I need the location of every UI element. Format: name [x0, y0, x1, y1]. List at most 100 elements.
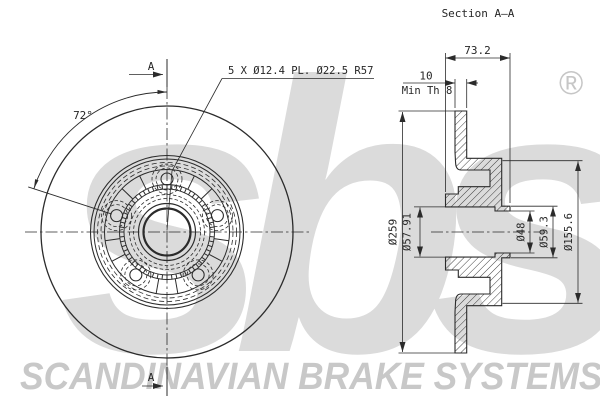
angle-label: 72°: [73, 109, 93, 122]
section-title: Section A–A: [442, 7, 515, 20]
spoke-edge-line: [174, 278, 179, 294]
braking-surface-inner-circle: [93, 158, 241, 306]
spoke-edge-line: [187, 175, 195, 190]
tone-ring-tooth: [201, 203, 206, 208]
tone-ring-tooth: [156, 273, 159, 279]
spoke-edge-line: [121, 188, 134, 200]
tone-ring-tooth: [198, 199, 203, 204]
arc-arrowhead: [33, 179, 39, 189]
bolt-hole: [191, 268, 205, 282]
tone-ring-tooth: [188, 190, 192, 196]
front-view-disc: 72° 5 X Ø12.4 PL. Ø22.5 R57 A A: [25, 59, 374, 396]
bolt-hole: [210, 209, 224, 223]
tone-ring-tooth: [207, 244, 213, 248]
bolt-hole-pocket: [101, 200, 132, 232]
tone-ring-tooth: [201, 256, 206, 261]
spoke-edge-line: [139, 175, 147, 190]
tone-ring-tooth: [120, 240, 126, 243]
bolt-pattern-note: 5 X Ø12.4 PL. Ø22.5 R57: [228, 65, 373, 77]
bolt-hole-pocket: [182, 259, 214, 291]
spoke-edge-line: [111, 253, 126, 262]
angle-dimension-arc: [33, 91, 168, 189]
registered-trademark-icon: ®: [559, 64, 584, 101]
outer-dia-label: Ø259: [387, 219, 400, 246]
hub-register-circle: [137, 202, 197, 262]
tone-ring-tooth: [175, 273, 178, 279]
tone-ring-tooth: [191, 193, 196, 198]
tone-ring-tooth: [142, 268, 146, 274]
min-thickness-label: Min Th 8: [402, 85, 453, 97]
tone-ring-tooth: [206, 249, 211, 252]
tone-ring-tooth: [134, 196, 139, 201]
tone-ring-tooth: [142, 190, 146, 196]
note-leader-line: [166, 78, 223, 231]
section-marker-top: A: [148, 60, 155, 73]
hat-dia-label: Ø155.6: [563, 213, 575, 251]
tone-ring-tooth: [203, 253, 209, 257]
bolt-hole: [110, 209, 124, 223]
tone-ring-tooth: [120, 221, 126, 224]
tone-ring-tooth: [134, 263, 139, 268]
spoke-edge-line: [105, 238, 121, 242]
tone-ring-tooth: [131, 199, 136, 204]
tone-ring-tooth: [147, 271, 150, 276]
arc-arrowhead: [157, 89, 167, 95]
thickness-label: 10: [419, 70, 432, 83]
tone-ring-tooth: [195, 196, 200, 201]
tone-ring-tooth: [128, 203, 133, 208]
bolt-hole-counterbore: [155, 167, 179, 191]
generated-front-details: [101, 163, 233, 294]
center-bore-circle: [142, 207, 192, 257]
outer-diameter-circle: [40, 105, 294, 359]
spoke-edge-line: [155, 278, 160, 294]
tone-ring-tooth: [125, 253, 131, 257]
bolt-hole-counterbore: [105, 204, 128, 228]
tone-ring-tooth: [208, 221, 214, 224]
bolt-hole-counterbore: [206, 204, 229, 228]
tone-ring-tooth: [147, 188, 150, 193]
hidden-hub-circle: [129, 194, 205, 270]
tone-ring-tooth: [206, 212, 211, 215]
brand-tagline-watermark: SCANDINAVIAN BRAKE SYSTEMS: [20, 356, 600, 398]
bolt-hole-pocket: [120, 259, 152, 291]
tone-ring-tooth: [123, 249, 128, 252]
hidden-edge-circle: [97, 162, 237, 302]
tone-ring-tooth: [184, 188, 187, 193]
tone-ring-tooth: [179, 186, 183, 192]
tone-ring-tooth: [125, 207, 131, 211]
tone-ring-tooth: [198, 260, 203, 265]
tone-ring-tooth: [131, 260, 136, 265]
bolt-hole-pocket: [151, 163, 183, 195]
tone-ring-tooth: [151, 272, 155, 278]
tone-ring-tooth: [128, 256, 133, 261]
tone-ring-tooth: [123, 212, 128, 215]
hat-diameter-circle: [89, 154, 245, 310]
hidden-edge-circle: [100, 165, 234, 299]
tone-ring-tooth: [203, 207, 209, 211]
tone-ring-tooth: [156, 185, 159, 191]
flange-edge-circle: [104, 169, 230, 295]
bolt-hole-pocket: [202, 200, 233, 232]
section-view: Section A–A: [387, 7, 583, 354]
cross-section-upper: [444, 110, 511, 212]
tone-ring-tooth: [175, 185, 178, 191]
bearing-dia-label: Ø57.91: [402, 213, 414, 251]
bolt-hole-counterbore: [186, 263, 210, 287]
bolt-hole-counterbore: [124, 263, 148, 287]
bolt-hole: [160, 172, 174, 186]
tone-ring-tooth: [138, 193, 143, 198]
tone-ring-tooth: [151, 186, 155, 192]
tone-ring-tooth: [195, 263, 200, 268]
tone-ring-tooth: [121, 244, 127, 248]
tone-ring-tooth: [208, 240, 214, 243]
register-dia-label: Ø59.3: [539, 216, 551, 248]
overall-width-label: 73.2: [464, 44, 491, 57]
spoke-edge-line: [200, 188, 213, 200]
tone-ring-tooth: [179, 272, 183, 278]
tone-ring-tooth: [184, 271, 187, 276]
section-marker-bottom: A: [148, 371, 155, 384]
extension-lines: [398, 53, 583, 354]
cross-section-lower: [444, 252, 511, 354]
